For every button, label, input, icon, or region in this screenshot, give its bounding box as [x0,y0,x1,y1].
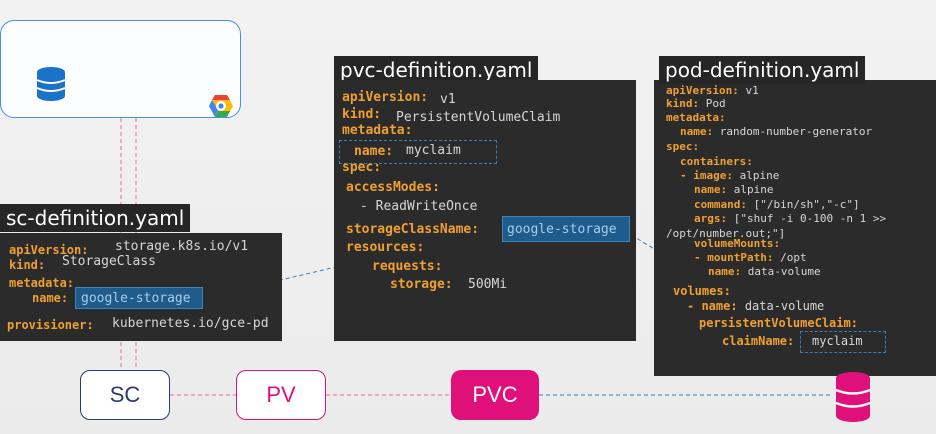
sc-line-provisioner: provisioner: [7,318,94,332]
pod-line-kind: kind: Pod [666,97,726,110]
pod-line-volumemounts: volumeMounts: [694,237,781,250]
pvc-kind-value: PersistentVolumeClaim [396,110,561,125]
pod-line-spec: spec: [666,140,700,153]
pod-line-containers: containers: [680,155,753,168]
pod-line-command: command: ["/bin/sh","-c"] [694,198,860,211]
sc-name-highlight: google-storage [75,287,203,309]
sc-provisioner-value: kubernetes.io/gce-pd [112,316,269,331]
sc-line-apiversion: apiVersion: [9,243,89,257]
pod-line-name: name: random-number-generator [680,125,873,138]
pvc-line-requests: requests: [372,259,443,274]
pvc-node: PVC [451,370,539,420]
pod-line-metadata: metadata: [666,111,726,124]
pvc-line-metadata: metadata: [342,123,413,138]
pod-line-pvc: persistentVolumeClaim: [699,316,858,330]
pod-line-args: args: ["shuf -i 0-100 -n 1 >> [694,212,887,225]
pvc-name-value: myclaim [406,143,461,158]
pvc-line-resources: resources: [346,240,425,255]
sc-definition-title: sc-definition.yaml [0,204,191,232]
sc-line-name: name: [32,291,69,305]
database-icon [36,67,66,101]
pvc-line-spec: spec: [342,160,382,175]
sc-apiversion-value: storage.k8s.io/v1 [115,239,249,254]
pod-line-volumes: volumes: [673,284,731,298]
pvc-accessmode-value: - ReadWriteOnce [360,199,478,214]
cloud-storage-box [0,20,241,118]
pvc-definition-panel: apiVersion: v1 kind: PersistentVolumeCla… [334,80,636,341]
pvc-storageclassname-highlight: google-storage [502,216,630,242]
pvc-storage-value: 500Mi [468,277,508,292]
pod-definition-panel: apiVersion: v1 kind: Pod metadata: name:… [654,80,936,376]
pod-line-claimname: claimName: [722,334,795,348]
pod-line-args-cont: /opt/number.out;"] [666,227,786,240]
pvc-line-storageclassname: storageClassName: [346,222,480,237]
pvc-line-apiversion: apiVersion: [342,90,429,105]
sc-line-metadata: metadata: [9,276,75,290]
google-cloud-icon [209,95,233,117]
pod-claimname-value: myclaim [812,334,863,348]
pvc-line-accessmodes: accessModes: [346,180,440,195]
pv-node: PV [236,370,326,420]
pod-claimname-dashbox [800,331,886,353]
pvc-line-name: name: [354,144,394,159]
pvc-line-kind: kind: [342,107,382,122]
pod-line-container-name: name: alpine [694,183,774,196]
pod-line-apiversion: apiVersion: v1 [666,84,759,97]
pod-line-volume-name: - name: data-volume [687,299,825,313]
pod-line-image: - image: alpine [680,169,780,182]
sc-definition-panel: apiVersion: storage.k8s.io/v1 kind: Stor… [0,233,282,341]
pod-line-mountpath: - mountPath: /opt [694,251,807,264]
pvc-apiversion-value: v1 [440,92,456,107]
sc-kind-value: StorageClass [62,254,156,269]
pvc-line-storage: storage: [390,277,453,292]
pod-line-mount-name: name: data-volume [708,265,821,278]
sc-node: SC [80,370,170,420]
sc-line-kind: kind: [9,258,46,272]
pvc-name-dashbox [339,140,497,164]
pod-definition-title: pod-definition.yaml [659,56,866,84]
pvc-definition-title: pvc-definition.yaml [334,56,539,84]
database-icon-pink [835,372,871,422]
